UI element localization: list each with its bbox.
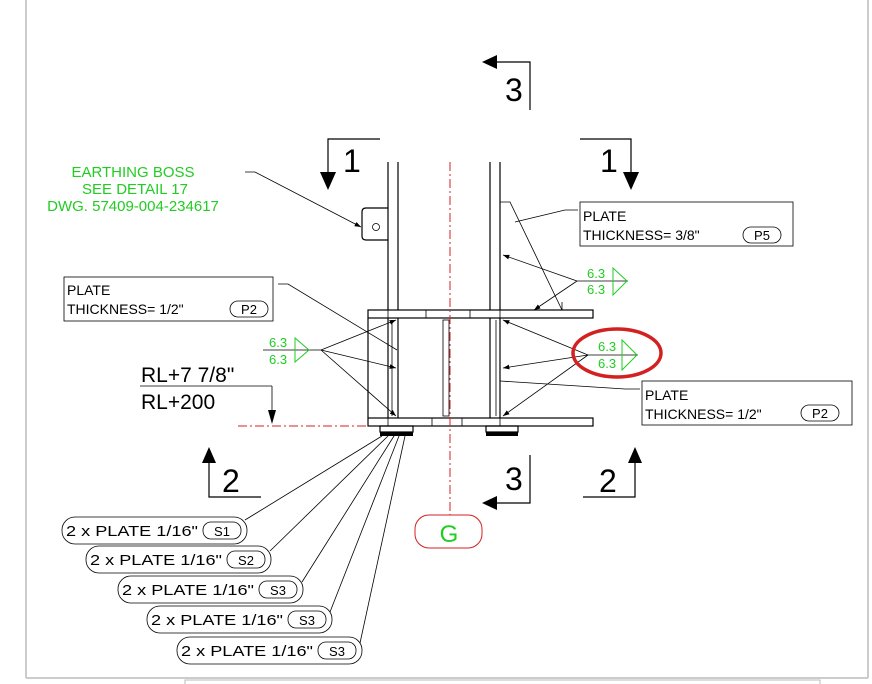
svg-text:S2: S2 [238,553,254,568]
leader [278,283,398,351]
svg-text:DWG. 57409-004-234617: DWG. 57409-004-234617 [47,198,219,215]
highlight-circle [571,327,663,379]
plate-callout-p5[interactable]: PLATE THICKNESS= 3/8" P5 [579,201,794,247]
svg-text:2: 2 [599,463,617,499]
shim-callout-s3-b[interactable]: 2 x PLATE 1/16" S3 [146,435,400,634]
svg-text:EARTHING BOSS: EARTHING BOSS [71,164,194,181]
svg-text:2 x PLATE 1/16": 2 x PLATE 1/16" [151,612,283,629]
svg-text:2 x PLATE 1/16": 2 x PLATE 1/16" [90,552,222,569]
section-mark-3-bottom[interactable]: 3 [482,455,531,510]
svg-text:S3: S3 [329,644,345,659]
svg-text:1: 1 [343,143,361,179]
shim-callout-s2[interactable]: 2 x PLATE 1/16" S2 [85,435,389,574]
svg-text:THICKNESS= 3/8": THICKNESS= 3/8" [583,227,700,243]
section-mark-2-right[interactable]: 2 [583,447,642,499]
svg-text:PLATE: PLATE [67,282,110,298]
svg-text:6.3: 6.3 [269,335,287,350]
earthing-boss[interactable] [361,207,388,241]
svg-text:P5: P5 [754,228,770,243]
sheet-border [25,0,869,684]
earthing-note: EARTHING BOSS SEE DETAIL 17 DWG. 57409-0… [47,164,219,215]
svg-text:S1: S1 [214,524,230,539]
svg-text:RL+7 7/8": RL+7 7/8" [141,364,234,387]
svg-text:THICKNESS= 1/2": THICKNESS= 1/2" [645,406,762,422]
earthing-leader [245,171,362,228]
svg-text:S3: S3 [270,583,286,598]
leader [514,209,578,223]
section-mark-1-left[interactable]: 1 [320,138,380,190]
svg-text:S3: S3 [299,613,315,628]
weld-symbol-right-highlighted[interactable]: 6.3 6.3 [502,319,663,417]
section-mark-2-left[interactable]: 2 [202,447,261,499]
svg-text:3: 3 [505,72,523,108]
svg-text:2 x PLATE 1/16": 2 x PLATE 1/16" [122,582,254,599]
svg-text:G: G [440,521,459,548]
shim-callout-s1[interactable]: 2 x PLATE 1/16" S1 [61,435,383,545]
svg-text:6.3: 6.3 [587,266,605,281]
shim-callout-s3-a[interactable]: 2 x PLATE 1/16" S3 [117,435,395,604]
section-mark-3-top[interactable]: 3 [482,55,531,110]
svg-text:THICKNESS= 1/2": THICKNESS= 1/2" [67,301,184,317]
section-mark-1-right[interactable]: 1 [580,138,639,190]
shim-callout-s3-c[interactable]: 2 x PLATE 1/16" S3 [176,435,406,665]
level-marker: RL+7 7/8" RL+200 [140,364,276,424]
svg-text:3: 3 [505,461,523,497]
svg-text:PLATE: PLATE [645,387,688,403]
svg-text:P2: P2 [241,302,257,317]
gridline-bubble-g[interactable]: G [414,514,483,549]
svg-text:6.3: 6.3 [269,352,287,367]
column-section [367,162,594,436]
leader [499,380,640,390]
svg-text:6.3: 6.3 [587,282,605,297]
weld-symbol-left[interactable]: 6.3 6.3 [263,319,397,417]
svg-text:SEE DETAIL 17: SEE DETAIL 17 [82,181,188,198]
shim-callouts: 2 x PLATE 1/16" S1 2 x PLATE 1/16" S2 2 … [61,435,406,665]
svg-text:RL+200: RL+200 [141,391,215,414]
svg-text:PLATE: PLATE [583,208,626,224]
svg-text:2 x PLATE 1/16": 2 x PLATE 1/16" [181,643,313,660]
plate-callout-p2-left[interactable]: PLATE THICKNESS= 1/2" P2 [63,276,274,322]
svg-text:2 x PLATE 1/16": 2 x PLATE 1/16" [66,523,198,540]
svg-text:P2: P2 [812,406,828,421]
svg-text:6.3: 6.3 [598,339,616,354]
svg-text:1: 1 [600,143,618,179]
plate-callout-p2-right[interactable]: PLATE THICKNESS= 1/2" P2 [641,380,853,426]
svg-text:2: 2 [222,463,240,499]
svg-text:6.3: 6.3 [598,356,616,371]
weld-symbol-right-upper[interactable]: 6.3 6.3 [502,254,628,311]
